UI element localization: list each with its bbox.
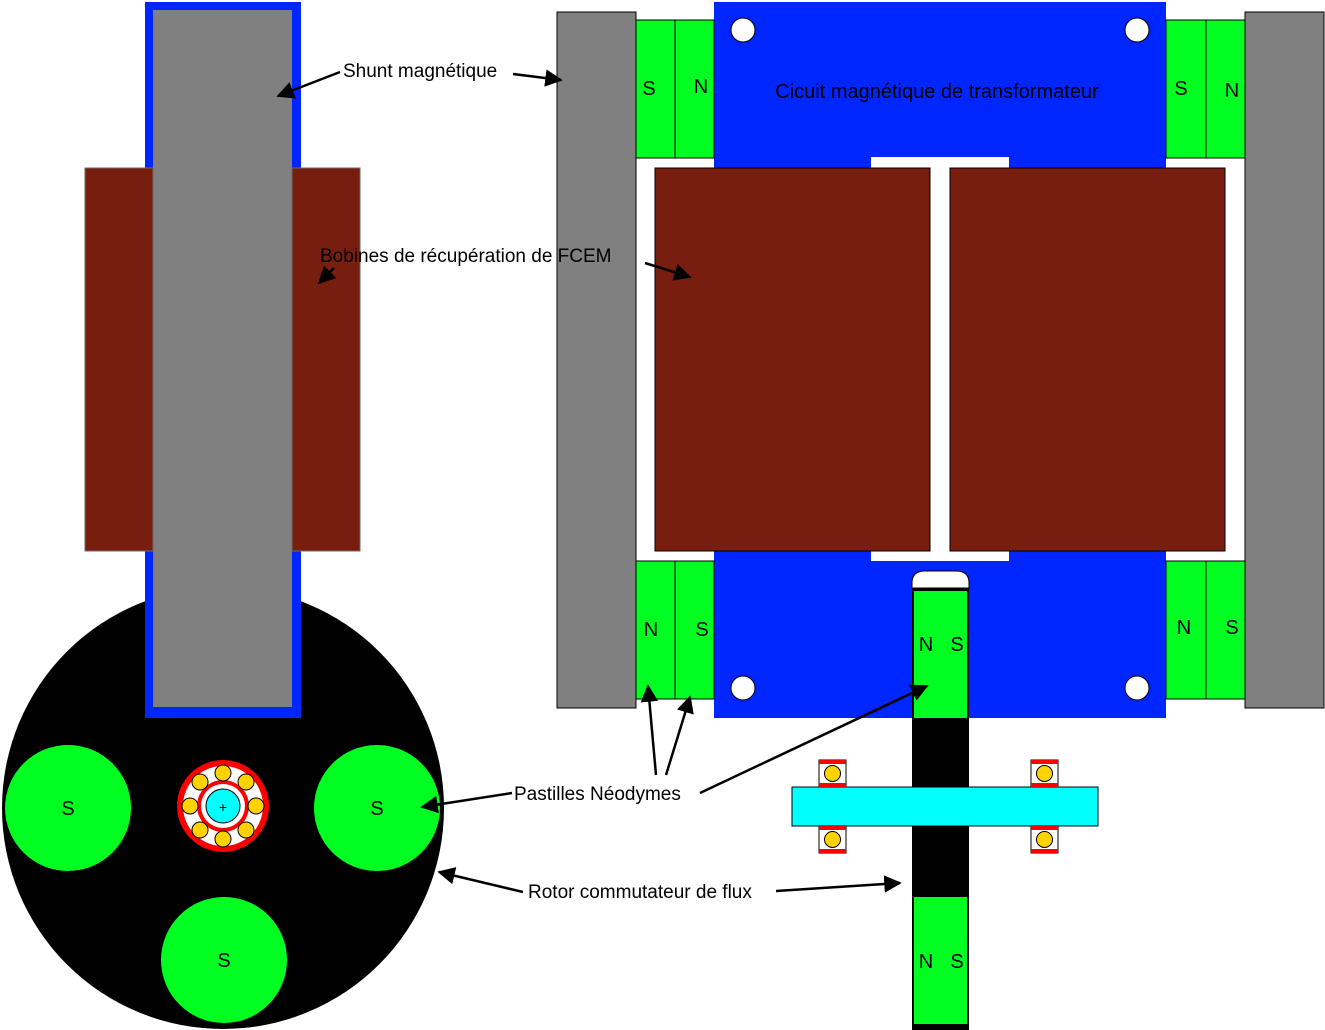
label-texts: Shunt magnétique Bobines de récupération… bbox=[320, 61, 752, 903]
rotor-magnet-bottom-pole: S bbox=[217, 950, 230, 972]
magnet-bottom-right-n bbox=[1165, 560, 1207, 700]
shunt-side bbox=[153, 10, 292, 707]
magnet-bottom-right-s bbox=[1205, 560, 1246, 700]
pole-br-n: N bbox=[1177, 617, 1191, 639]
rotor-magnet-bottom bbox=[161, 897, 287, 1023]
mounting-holes bbox=[730, 17, 1150, 701]
rotor-edge-cap bbox=[911, 570, 970, 589]
pole-bl-s: S bbox=[695, 619, 708, 641]
rotor-edge-top-s: S bbox=[950, 634, 963, 656]
rotor-edge-magnet-bottom bbox=[914, 897, 967, 1024]
coil-front-left bbox=[654, 167, 931, 552]
magnet-bottom-left-n bbox=[635, 560, 676, 700]
coils-label: Bobines de récupération de FCEM bbox=[320, 246, 612, 267]
side-view: S S S + bbox=[2, 2, 444, 1029]
rotor-label: Rotor commutateur de flux bbox=[528, 882, 752, 903]
core-top bbox=[714, 2, 1166, 168]
pole-tr-s: S bbox=[1174, 78, 1187, 100]
rotor-magnet-left-pole: S bbox=[61, 798, 74, 820]
magnets-label: Pastilles Néodymes bbox=[514, 784, 681, 805]
front-view: S N S N N S N S N S N S bbox=[556, 2, 1325, 1030]
coil-front-right bbox=[949, 167, 1226, 552]
shunt-label: Shunt magnétique bbox=[343, 61, 497, 82]
pole-br-s: S bbox=[1225, 617, 1238, 639]
shaft bbox=[791, 786, 1099, 827]
shunt-front-right bbox=[1244, 11, 1325, 709]
callouts bbox=[276, 69, 929, 894]
bearings-side bbox=[818, 759, 1059, 854]
core-label: Cicuit magnétique de transformateur bbox=[775, 81, 1099, 103]
coil-left-side bbox=[84, 167, 154, 552]
magnet-top-left-n bbox=[674, 19, 715, 159]
pole-tl-s: S bbox=[642, 78, 655, 100]
magnet-bottom-left-s bbox=[674, 560, 715, 700]
coil-right-side bbox=[291, 167, 361, 552]
shunt-front-left bbox=[556, 11, 637, 709]
pole-tl-n: N bbox=[694, 76, 708, 98]
magnet-top-right-n bbox=[1205, 19, 1246, 159]
svg-text:+: + bbox=[219, 799, 227, 815]
rotor-magnet-right-pole: S bbox=[370, 798, 383, 820]
rotor-magnet-right bbox=[314, 745, 440, 871]
rotor-edge-bottom-n: N bbox=[919, 951, 933, 973]
rotor-edge-bottom-s: S bbox=[950, 951, 963, 973]
bearing-front: + bbox=[177, 760, 269, 852]
pole-tr-n: N bbox=[1225, 80, 1239, 102]
pole-bl-n: N bbox=[644, 619, 658, 641]
rotor-edge-top-n: N bbox=[919, 634, 933, 656]
rotor-magnet-left bbox=[5, 745, 131, 871]
